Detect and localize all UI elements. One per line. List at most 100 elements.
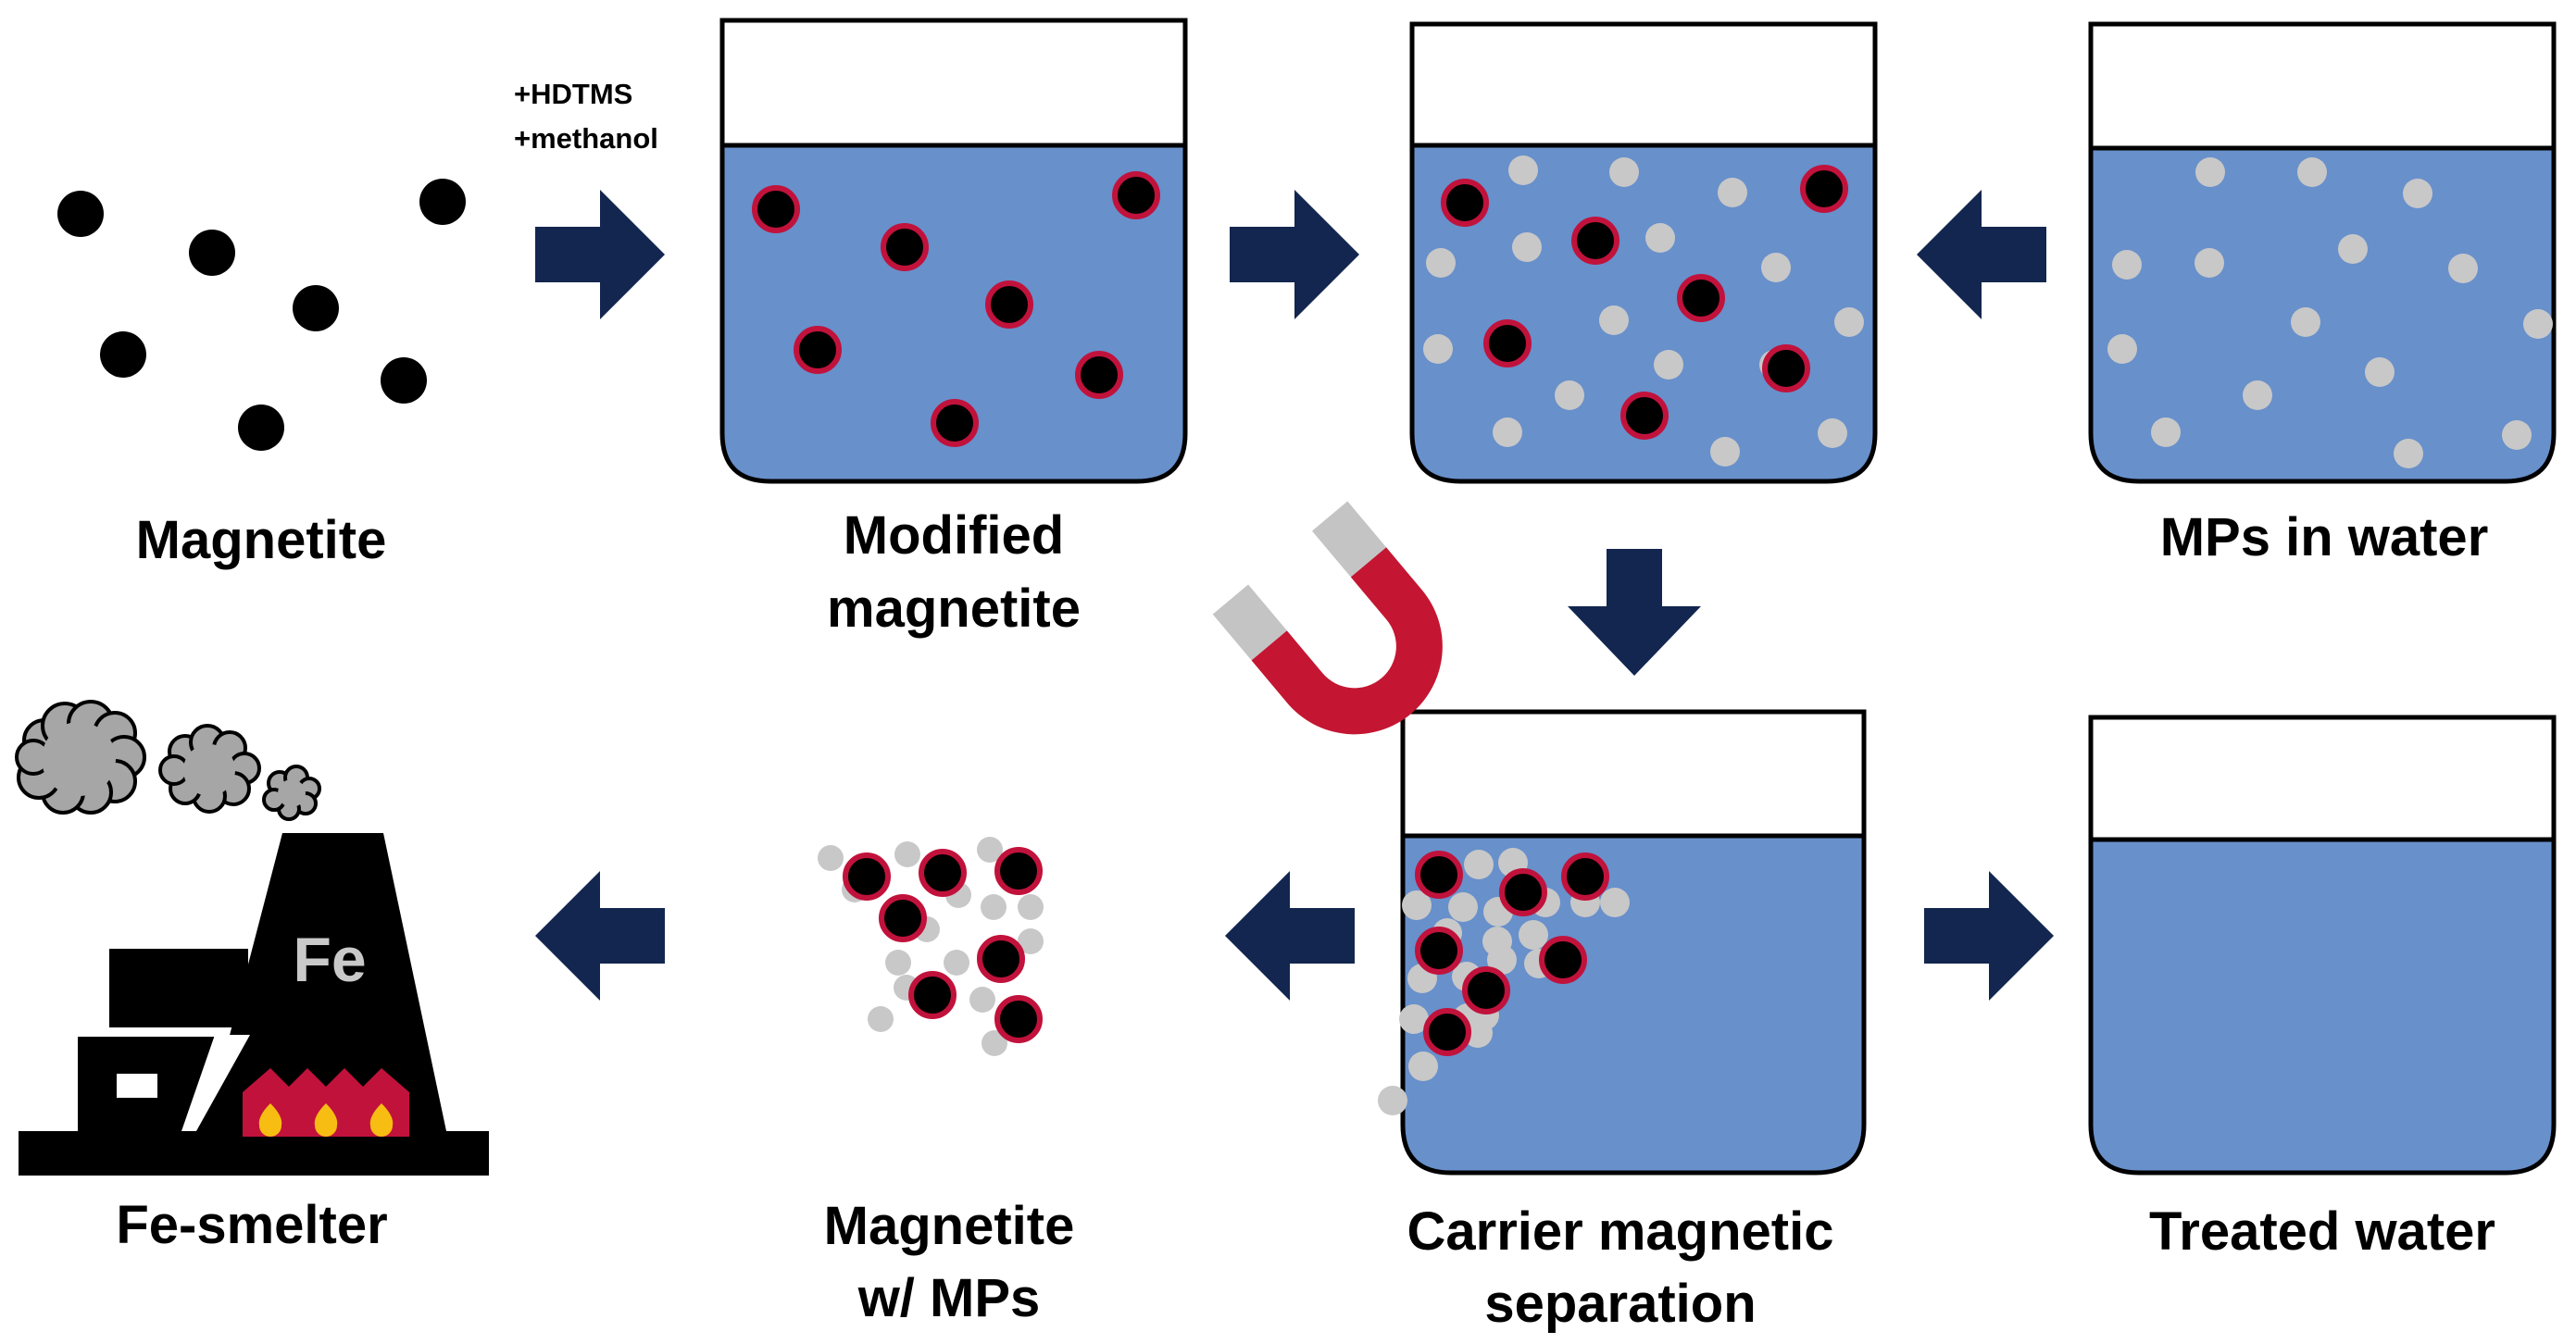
beaker-mixing <box>1409 21 1878 484</box>
microplastic-particle <box>969 987 995 1013</box>
microplastic-particle <box>981 894 1007 920</box>
coated-magnetite-particle <box>1561 852 1609 901</box>
flame-icon <box>243 1068 409 1137</box>
magnetite-particle <box>100 331 146 378</box>
coated-magnetite-particle <box>1441 179 1489 227</box>
microplastic-particle <box>1512 232 1542 262</box>
arrow-right-to-mixing <box>1230 190 1359 319</box>
arrow-right-to-treated <box>1924 871 2054 1001</box>
microplastic-particle <box>2297 157 2327 187</box>
microplastic-particle <box>2107 334 2137 364</box>
arrow-right-reagents <box>535 190 665 319</box>
magnetite-particle <box>57 191 104 237</box>
microplastic-particle <box>1818 418 1847 448</box>
coated-magnetite-particle <box>879 894 927 942</box>
microplastic-particle <box>1399 1004 1429 1034</box>
microplastic-particle <box>894 841 920 867</box>
coated-magnetite-particle <box>1800 165 1848 213</box>
magnetite-particle <box>238 404 284 451</box>
arrow-left-to-collected <box>1225 871 1355 1001</box>
microplastic-particle <box>1018 928 1044 954</box>
beaker-treated-water <box>2088 715 2557 1176</box>
coated-magnetite-particle <box>1075 351 1123 399</box>
microplastic-particle <box>2243 380 2272 410</box>
microplastic-particle <box>1834 307 1864 337</box>
beaker-modified-magnetite <box>719 18 1188 484</box>
coated-magnetite-particle <box>1571 217 1619 265</box>
coated-magnetite-particle <box>881 223 929 271</box>
magnetite-mps-caption-2: w/ MPs <box>857 1268 1041 1328</box>
modified-magnetite-caption-1: Modified <box>844 505 1064 566</box>
coated-magnetite-particle <box>994 995 1043 1043</box>
coated-magnetite-particle <box>985 280 1033 329</box>
microplastic-particle <box>1408 1052 1438 1081</box>
coated-magnetite-particle <box>1620 392 1669 440</box>
coated-magnetite-particle <box>977 935 1025 983</box>
microplastic-particle <box>2502 420 2532 450</box>
microplastic-particle <box>1487 945 1517 975</box>
microplastic-particle <box>1599 305 1629 335</box>
microplastic-particle <box>1654 350 1683 380</box>
microplastic-particle <box>1718 178 1747 207</box>
reagent-label-2: +methanol <box>514 122 658 155</box>
smelter-icon: Fe <box>15 700 489 1176</box>
magnetite-particle <box>419 179 466 225</box>
treated-water-caption: Treated water <box>2149 1201 2495 1262</box>
coated-magnetite-particle <box>1415 851 1463 899</box>
microplastic-particle <box>1378 1086 1407 1115</box>
microplastic-particle <box>2523 309 2553 339</box>
arrow-down-to-separation <box>1568 549 1701 676</box>
microplastic-particle <box>1423 334 1453 364</box>
coated-magnetite-particle <box>931 399 979 447</box>
microplastic-particle <box>2195 248 2224 278</box>
coated-magnetite-particle <box>1112 171 1160 219</box>
microplastic-particle <box>1402 890 1432 920</box>
coated-magnetite-particle <box>794 326 842 374</box>
microplastic-particle <box>2338 234 2368 264</box>
microplastic-particle <box>2195 157 2225 187</box>
carrier-separation-caption-1: Carrier magnetic <box>1407 1201 1834 1262</box>
magnetite-mps-caption-1: Magnetite <box>824 1196 1075 1256</box>
microplastic-particle <box>1600 888 1630 917</box>
fe-symbol: Fe <box>293 925 366 995</box>
arrow-left-to-smelter <box>535 871 665 1001</box>
microplastic-particle <box>1645 223 1675 253</box>
magnetite-particle <box>381 357 427 404</box>
magnetite-particle <box>293 285 339 331</box>
arrow-left-from-mps <box>1917 190 2046 319</box>
microplastic-particle <box>982 1030 1007 1056</box>
coated-magnetite-particle <box>752 185 800 233</box>
microplastic-particle <box>1555 380 1584 410</box>
coated-magnetite-particle <box>1423 1008 1471 1056</box>
microplastic-particle <box>818 845 844 871</box>
coated-magnetite-particle <box>1415 927 1463 975</box>
smelter-caption: Fe-smelter <box>116 1195 387 1255</box>
modified-magnetite-caption-2: magnetite <box>827 579 1081 639</box>
coated-magnetite-particle <box>919 849 967 897</box>
coated-magnetite-particle <box>1677 274 1725 322</box>
microplastic-particle <box>2291 307 2320 337</box>
microplastic-particle <box>944 950 969 976</box>
beaker-mps-in-water <box>2088 21 2557 484</box>
microplastic-particle <box>977 837 1003 863</box>
microplastic-particle <box>1464 850 1494 879</box>
microplastic-particle <box>885 950 911 976</box>
magnetite-caption: Magnetite <box>136 510 387 570</box>
mps-in-water-caption: MPs in water <box>2160 507 2489 567</box>
microplastic-particle <box>2403 179 2432 208</box>
microplastic-particle <box>1493 417 1522 447</box>
microplastic-particle <box>2365 357 2395 387</box>
microplastic-particle <box>1761 253 1791 282</box>
microplastic-particle <box>1508 156 1538 185</box>
magnetite-mps-cluster <box>818 837 1044 1056</box>
coated-magnetite-particle <box>994 847 1043 895</box>
microplastic-particle <box>2112 250 2142 280</box>
coated-magnetite-particle <box>1539 936 1587 984</box>
coated-magnetite-particle <box>843 852 891 901</box>
microplastic-particle <box>2151 417 2181 447</box>
coated-magnetite-particle <box>1462 966 1510 1014</box>
coated-magnetite-particle <box>1483 319 1532 367</box>
microplastic-particle <box>2394 439 2423 468</box>
magnetite-particle <box>189 230 235 276</box>
microplastic-particle <box>868 1006 894 1032</box>
